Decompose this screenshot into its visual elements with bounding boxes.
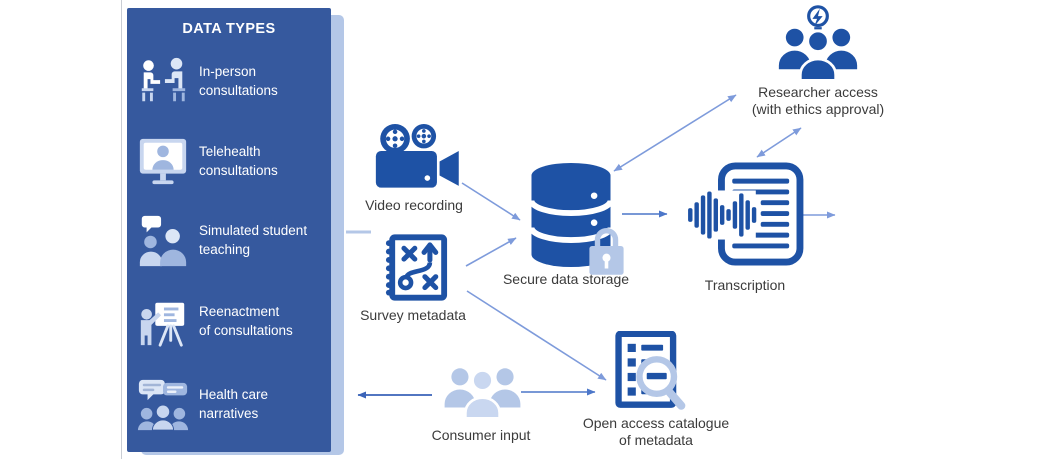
sidebar-item-label: Reenactment of consultations	[199, 304, 293, 338]
sidebar-item-simulated-student-teaching: Simulated student teaching	[136, 205, 326, 277]
consumer-input-label: Consumer input	[431, 427, 531, 443]
padlock-icon	[584, 222, 629, 279]
sidebar-item-health-care-narratives: Health care narratives	[136, 369, 326, 441]
sidebar-item-telehealth-consultations: Telehealth consultations	[136, 126, 326, 198]
open-access-catalogue-label: Open access catalogue of metadata	[582, 415, 730, 448]
video-camera-icon	[368, 122, 464, 194]
arrow-survey-to-storage	[465, 237, 517, 267]
transcription-label: Transcription	[704, 277, 786, 293]
researcher-access-label: Researcher access (with ethics approval)	[751, 84, 885, 117]
panel-title: DATA TYPES	[182, 21, 276, 37]
arrow-transcription-researcher	[756, 127, 802, 158]
telehealth-consultations-icon	[136, 133, 190, 191]
in-person-consultations-icon	[136, 53, 190, 111]
survey-strategy-icon	[383, 233, 450, 302]
reenactment-of-consultations-icon	[136, 293, 190, 351]
arrow-storage-researcher	[613, 94, 737, 172]
sidebar-item-in-person-consultations: In-person consultations	[136, 46, 326, 118]
sidebar-item-label: Telehealth consultations	[199, 144, 278, 178]
survey-metadata-label: Survey metadata	[360, 307, 466, 323]
waveform-document-icon	[686, 162, 804, 268]
research-team-idea-icon	[774, 4, 862, 86]
sidebar-item-label: Simulated student teaching	[199, 223, 308, 257]
consumer-group-icon	[441, 366, 524, 422]
sidebar-item-label: In-person consultations	[199, 64, 278, 98]
secure-data-storage-label: Secure data storage	[502, 271, 630, 287]
sidebar-item-label: Health care narratives	[199, 387, 269, 421]
health-care-narratives-icon	[136, 376, 190, 434]
video-recording-label: Video recording	[365, 197, 463, 213]
sidebar-item-reenactment-of-consultations: Reenactment of consultations	[136, 286, 326, 358]
simulated-student-teaching-icon	[136, 212, 190, 270]
catalogue-search-icon	[614, 331, 694, 413]
data-types-panel: DATA TYPES In-person consultations	[127, 8, 331, 452]
left-divider-line	[121, 0, 122, 459]
